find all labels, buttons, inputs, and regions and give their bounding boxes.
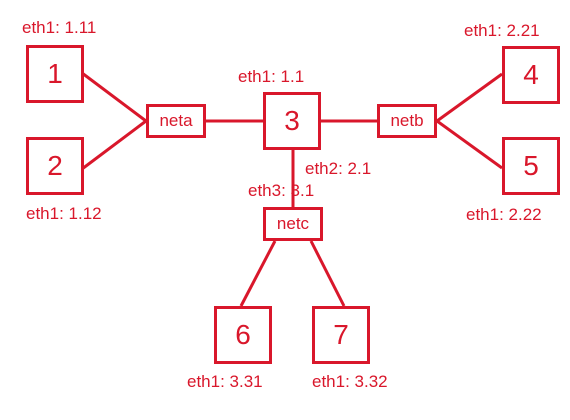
host-3-eth3-address: eth3: 3.1: [248, 181, 315, 200]
host-1-address: eth1: 1.11: [22, 18, 97, 37]
host-7: 7: [312, 306, 370, 364]
host-6: 6: [214, 306, 272, 364]
host-7-label: 7: [333, 319, 349, 350]
network-netb-label: netb: [390, 111, 424, 130]
network-neta-label: neta: [159, 111, 193, 130]
host-7-address: eth1: 3.32: [312, 372, 388, 391]
host-1: 1: [26, 45, 84, 103]
host-4: 4: [502, 46, 560, 104]
host-3-eth2-address: eth2: 2.1: [305, 159, 372, 178]
link-netb-5: [436, 119, 503, 170]
host-2-label: 2: [47, 150, 63, 181]
network-neta: neta: [146, 104, 206, 138]
network-netc: netc: [263, 207, 323, 241]
host-1-label: 1: [47, 58, 63, 89]
link-2-neta: [81, 119, 147, 171]
host-4-label: 4: [523, 59, 539, 90]
host-2-address: eth1: 1.12: [26, 204, 102, 223]
link-1-neta: [81, 71, 147, 123]
host-3-eth1-address: eth1: 1.1: [238, 67, 305, 86]
host-5-address: eth1: 2.22: [466, 205, 542, 224]
link-netc-7: [309, 240, 346, 307]
network-netb: netb: [377, 104, 437, 138]
host-5-label: 5: [523, 150, 539, 181]
host-6-label: 6: [235, 319, 251, 350]
host-2: 2: [26, 137, 84, 195]
network-netc-label: netc: [276, 214, 310, 233]
host-4-address: eth1: 2.21: [464, 21, 540, 40]
link-netb-4: [436, 72, 503, 123]
host-3-label: 3: [284, 105, 300, 136]
link-netc-6: [239, 240, 277, 307]
host-5: 5: [502, 137, 560, 195]
host-6-address: eth1: 3.31: [187, 372, 263, 391]
host-3: 3: [263, 92, 321, 150]
